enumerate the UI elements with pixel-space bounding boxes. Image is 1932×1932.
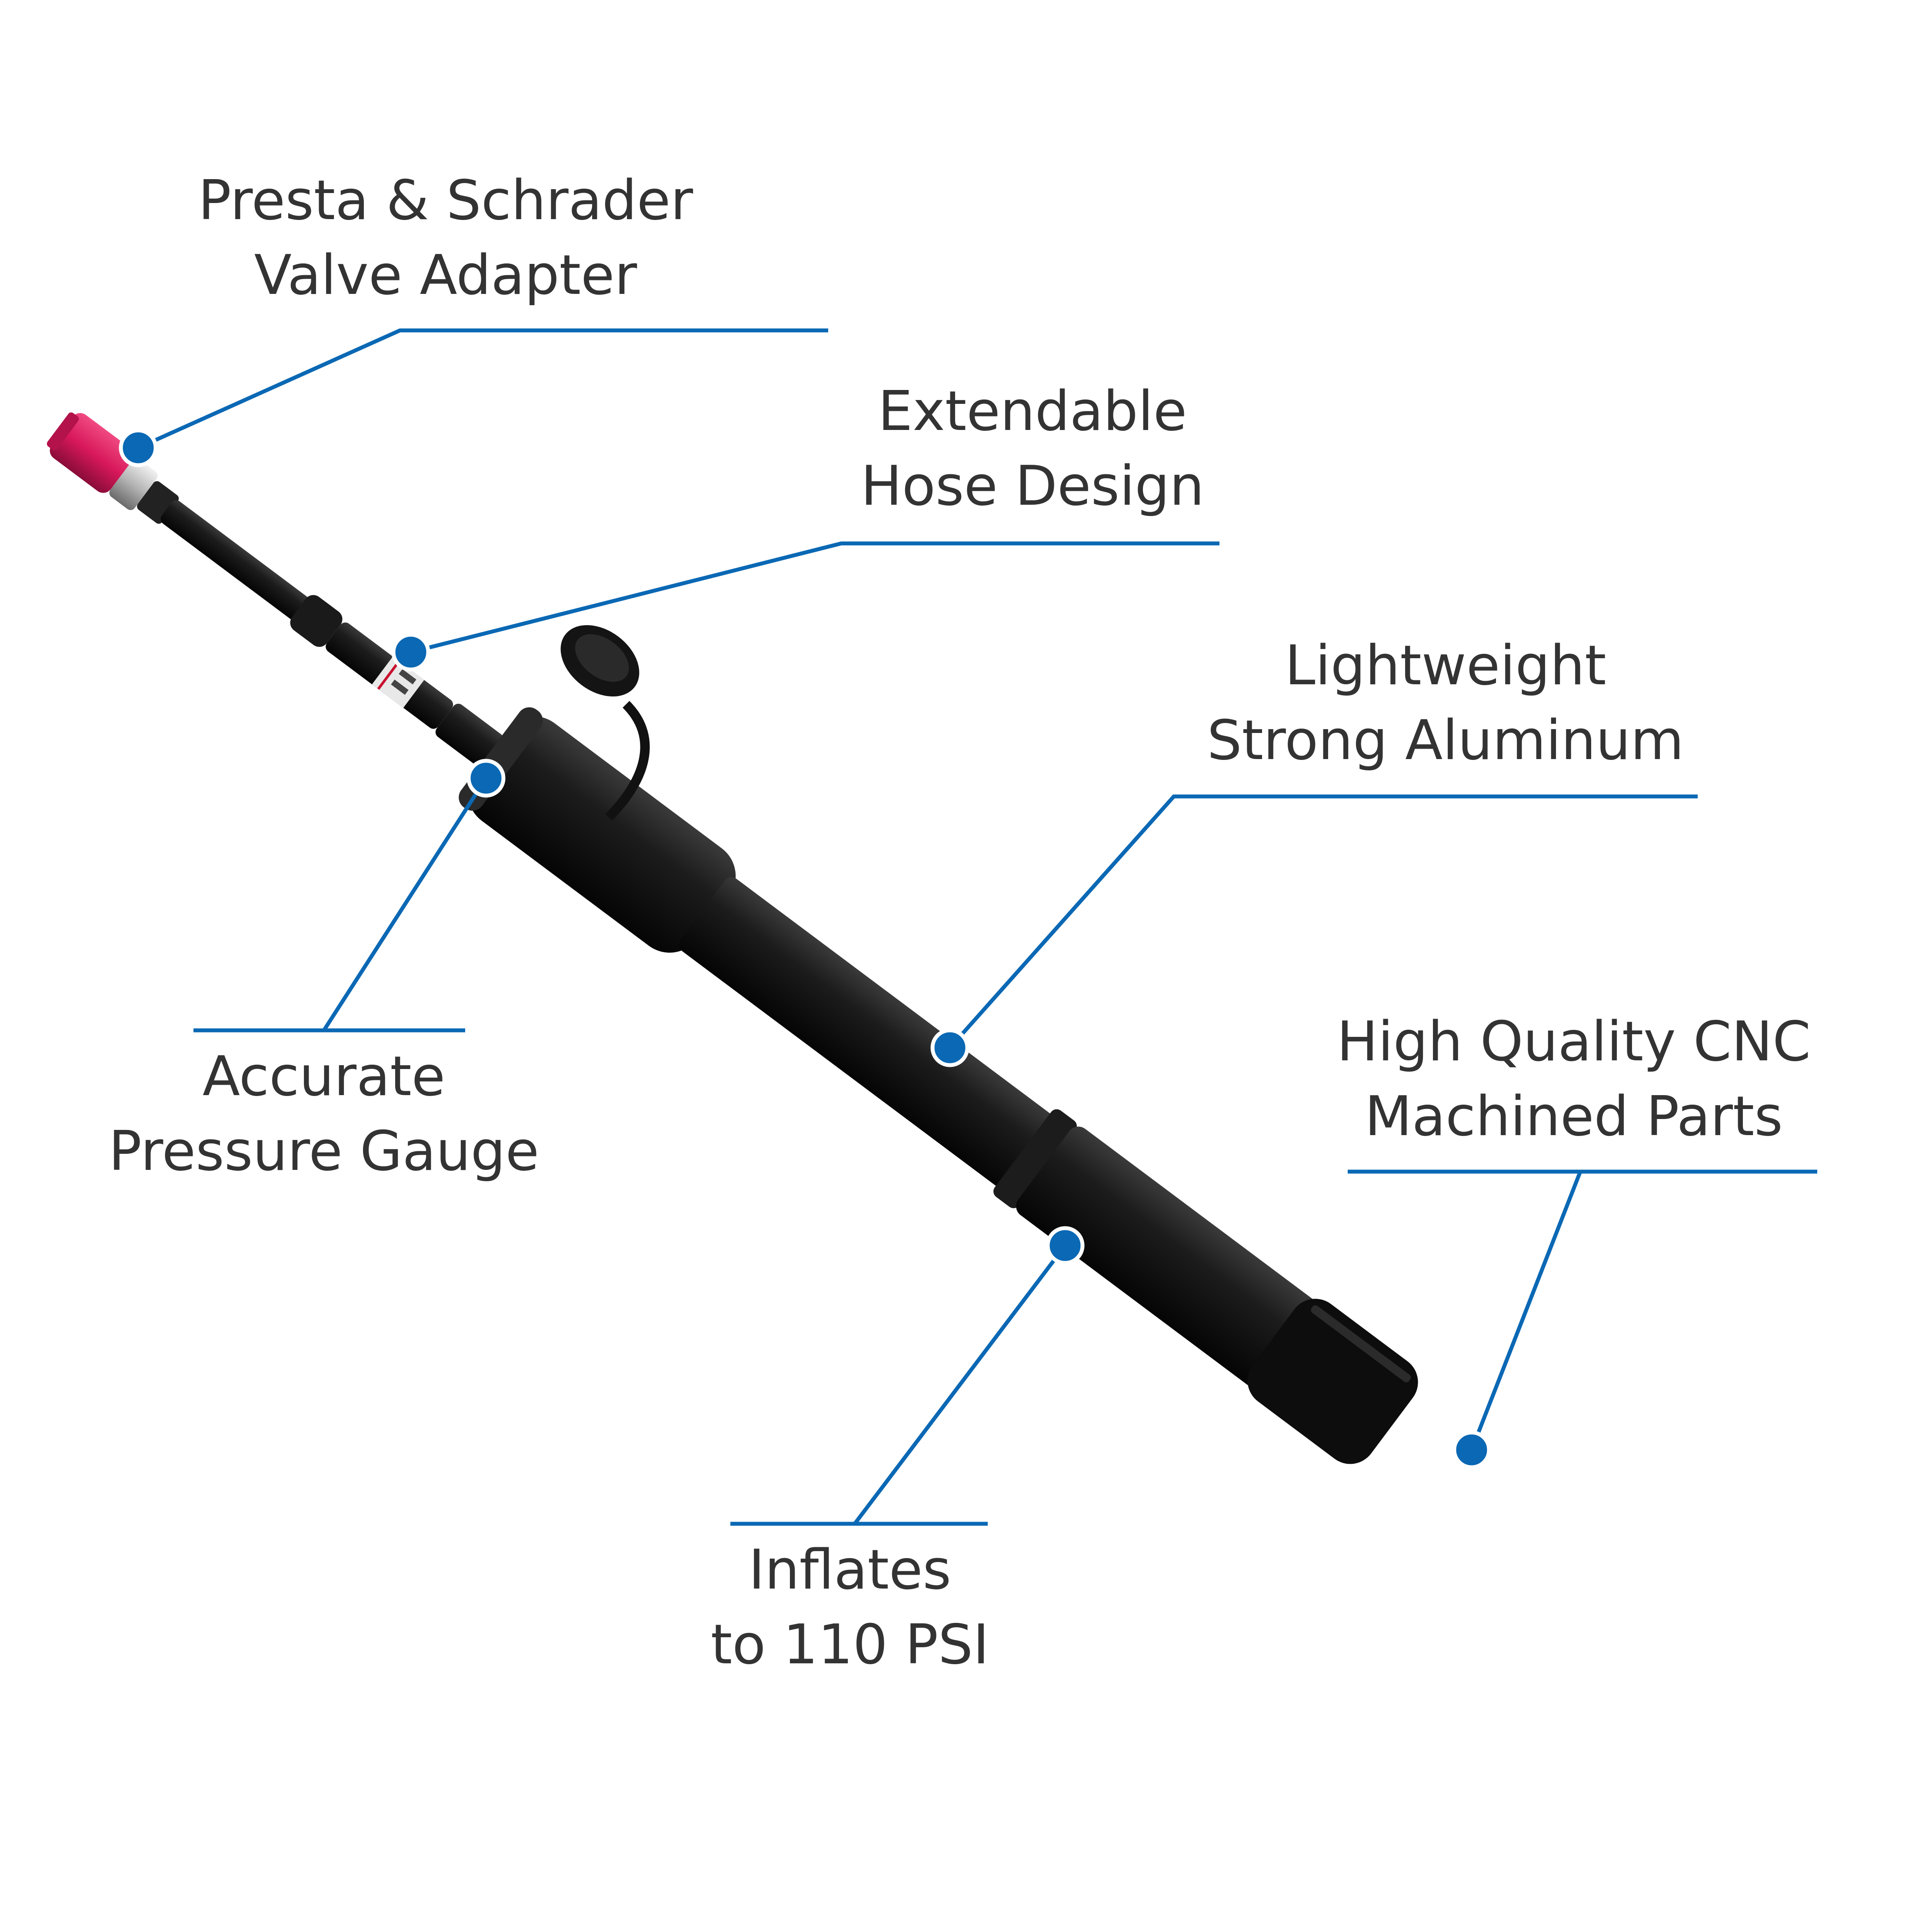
cnc-callout-line2: Machined Parts: [1365, 1084, 1783, 1148]
gauge-callout-line1: Accurate: [202, 1044, 446, 1108]
valve-callout-label: Presta & Schrader Valve Adapter: [120, 163, 772, 313]
dust-cap: [560, 625, 650, 821]
valve-callout-line2: Valve Adapter: [254, 243, 637, 307]
aluminum-barrel: [679, 877, 1057, 1190]
valve-callout-dot: [119, 428, 158, 467]
psi-callout-line2: to 110 PSI: [710, 1612, 989, 1676]
valve-head: [50, 413, 134, 493]
hose-callout-label: Extendable Hose Design: [772, 374, 1293, 523]
hose-callout-line1: Extendable: [878, 379, 1187, 443]
hose-callout-dot: [391, 633, 430, 672]
pressure-gauge: [372, 656, 424, 708]
gauge-callout-label: Accurate Pressure Gauge: [41, 1039, 606, 1189]
pump: [47, 412, 1418, 1464]
hose-callout-line2: Hose Design: [860, 454, 1205, 518]
aluminum-callout-line1: Lightweight: [1285, 633, 1606, 697]
cnc-callout-label: High Quality CNC Machined Parts: [1291, 1004, 1856, 1154]
aluminum-callout-dot: [930, 1028, 969, 1067]
cnc-callout-dot: [1452, 1430, 1491, 1469]
upper-handle: [467, 716, 736, 953]
valve-callout-line1: Presta & Schrader: [198, 168, 693, 232]
cnc-callout-line1: High Quality CNC: [1336, 1009, 1811, 1073]
psi-callout-label: Inflates to 110 PSI: [633, 1532, 1067, 1682]
aluminum-callout-line2: Strong Aluminum: [1207, 708, 1684, 772]
gauge-callout-line2: Pressure Gauge: [108, 1119, 540, 1183]
gauge-callout-dot: [466, 759, 506, 798]
psi-callout-dot: [1046, 1226, 1085, 1265]
extendable-hose: [160, 500, 312, 622]
aluminum-callout-label: Lightweight Strong Aluminum: [1141, 628, 1750, 778]
psi-callout-line1: Inflates: [748, 1538, 952, 1602]
